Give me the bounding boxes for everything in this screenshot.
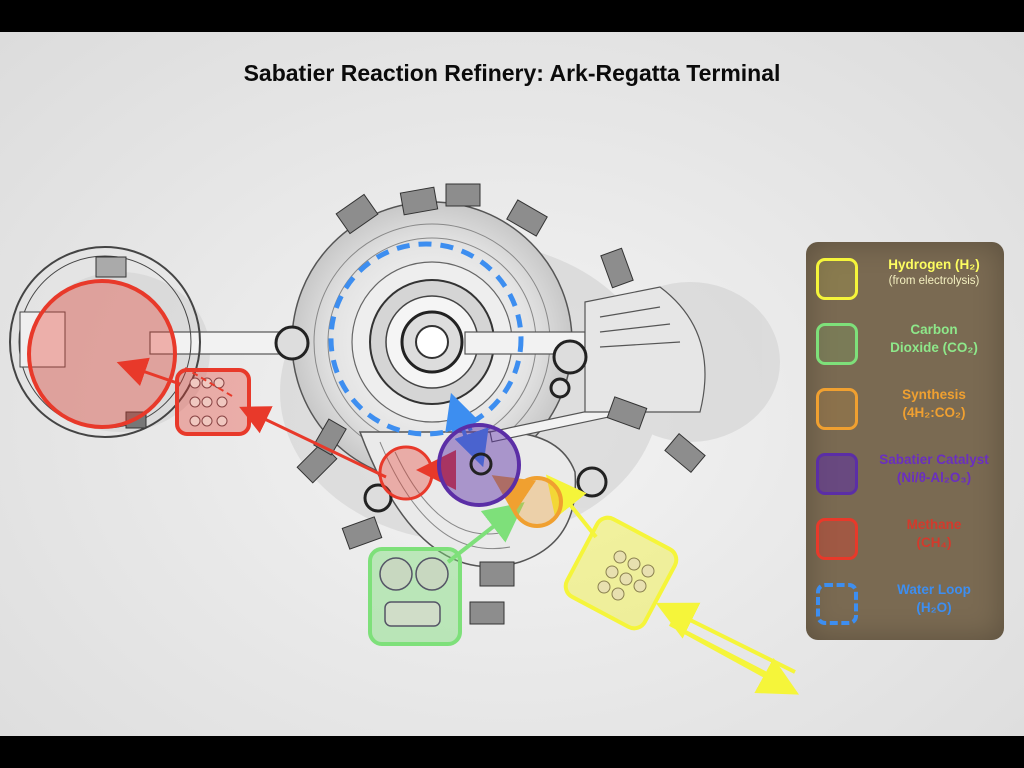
legend-label-line1: Synthesis <box>902 387 966 402</box>
legend-label-line1: Methane <box>906 517 962 532</box>
legend-label-methane: Methane (CH₄) <box>864 516 1004 552</box>
legend-item-catalyst: Sabatier Catalyst (Ni/θ-Al₂O₃) <box>806 449 1004 505</box>
synthesis-zone <box>511 476 563 528</box>
legend-label-line1: Carbon <box>910 322 958 337</box>
hydrogen-feed-lines <box>655 602 800 695</box>
legend-swatch-methane <box>816 518 858 560</box>
legend-label-line2: (Ni/θ-Al₂O₃) <box>896 470 972 485</box>
legend-label-line1: Water Loop <box>897 582 971 597</box>
catalyst-core <box>469 452 493 476</box>
legend-swatch-water <box>816 583 858 625</box>
co2-to-synthesis-arrow <box>446 502 525 564</box>
legend-item-methane: Methane (CH₄) <box>806 514 1004 570</box>
diagram-canvas: Sabatier Reaction Refinery: Ark-Regatta … <box>0 32 1024 736</box>
legend-item-synthesis: Synthesis (4H₂:CO₂) <box>806 384 1004 440</box>
hydrogen-to-synthesis-arrow <box>546 474 598 539</box>
legend-label-line1: Hydrogen (H₂) <box>888 257 980 272</box>
legend-item-hydrogen: Hydrogen (H₂) (from electrolysis) <box>806 254 1004 310</box>
methane-transfer-arrow <box>239 406 387 479</box>
legend-label-line1: Sabatier Catalyst <box>879 452 989 467</box>
methane-storage <box>175 367 251 436</box>
catalyst-zone <box>437 423 521 507</box>
legend-swatch-hydrogen <box>816 258 858 300</box>
legend-label-line2: (4H₂:CO₂) <box>902 405 966 420</box>
co2-tank <box>368 547 462 646</box>
methane-outlet <box>378 445 434 501</box>
legend-swatch-catalyst <box>816 453 858 495</box>
hydrogen-tank <box>563 515 679 631</box>
legend-label-line2: (from electrolysis) <box>888 275 980 287</box>
legend-label-line2: (H₂O) <box>916 600 952 615</box>
legend-label-line2: (CH₄) <box>916 535 952 550</box>
right-module <box>584 286 706 413</box>
station-illustration <box>9 183 800 695</box>
methane-main-store <box>27 279 177 429</box>
diagram-title: Sabatier Reaction Refinery: Ark-Regatta … <box>243 60 781 86</box>
legend-swatch-synthesis <box>816 388 858 430</box>
legend-label-catalyst: Sabatier Catalyst (Ni/θ-Al₂O₃) <box>864 451 1004 487</box>
legend-label-hydrogen: Hydrogen (H₂) (from electrolysis) <box>864 256 1004 288</box>
legend-item-water: Water Loop (H₂O) <box>806 579 1004 635</box>
legend-label-synthesis: Synthesis (4H₂:CO₂) <box>864 386 1004 422</box>
legend-label-line2: Dioxide (CO₂) <box>890 340 978 355</box>
legend-swatch-co2 <box>816 323 858 365</box>
legend-label-water: Water Loop (H₂O) <box>864 581 1004 617</box>
